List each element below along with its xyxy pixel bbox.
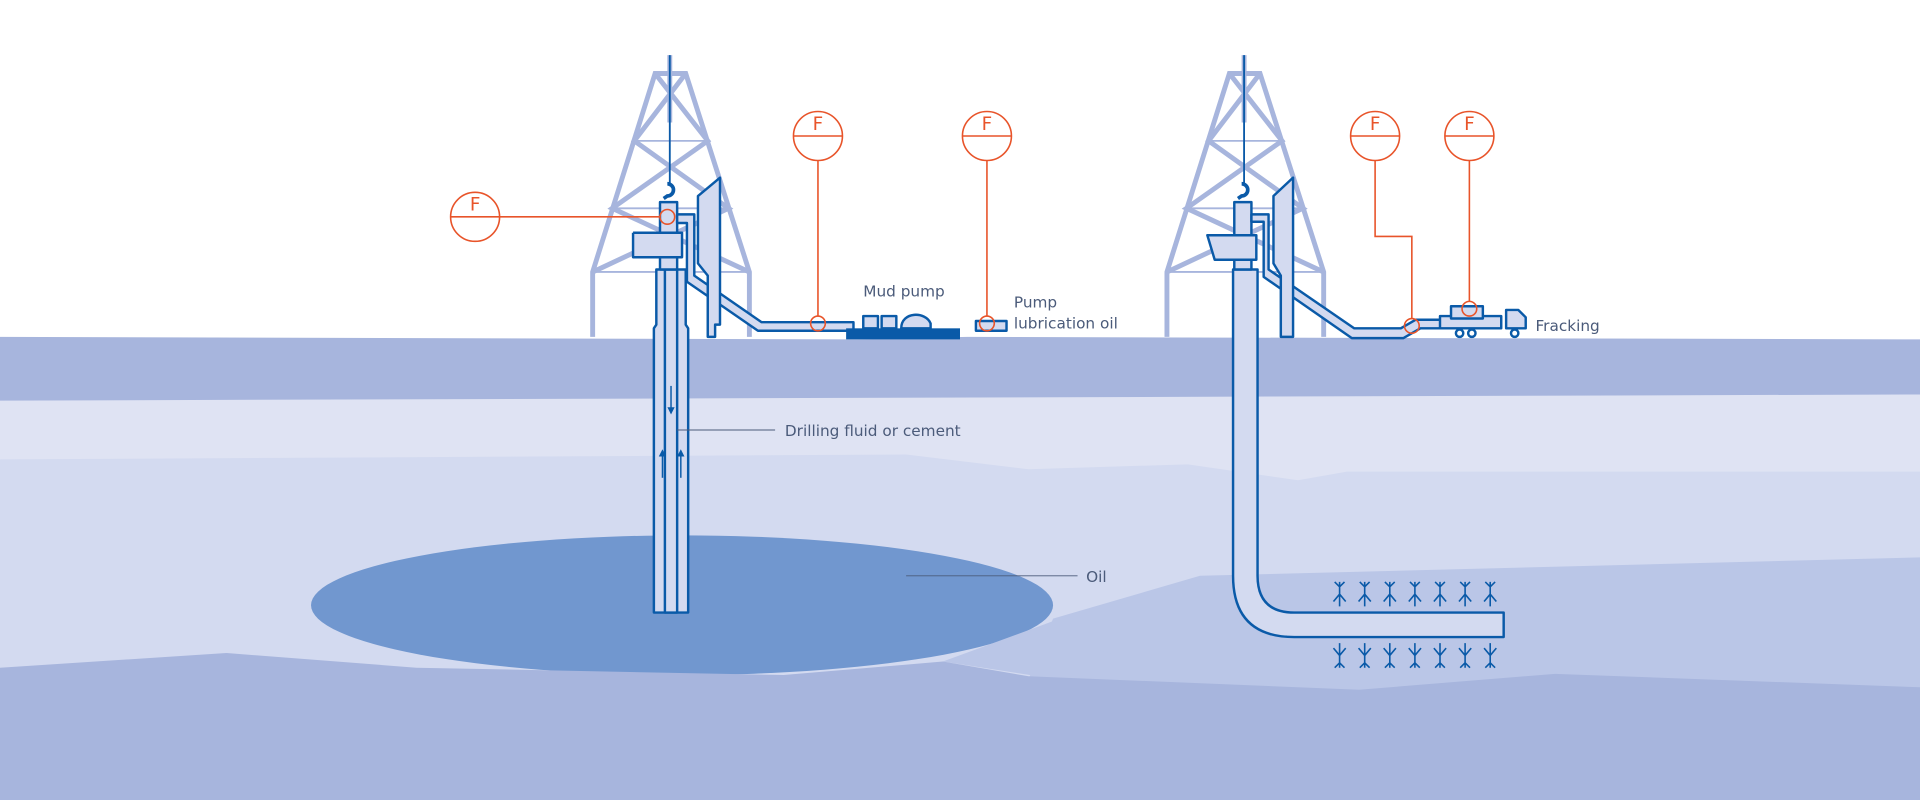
hook-icon (662, 181, 676, 200)
fracture-mark (1408, 581, 1422, 607)
svg-text:F: F (470, 195, 481, 216)
flow-sensor-2[interactable]: F (792, 110, 844, 332)
ground-layers (0, 336, 1920, 800)
svg-text:F: F (1464, 114, 1475, 135)
fracture-mark (1483, 581, 1497, 607)
pump-lubrication-label-2: lubrication oil (1014, 314, 1118, 332)
fracking-rig-right (1206, 55, 1527, 669)
fracture-mark (1357, 581, 1372, 607)
svg-text:F: F (813, 114, 824, 135)
svg-text:F: F (982, 114, 993, 135)
fractures (1332, 581, 1497, 669)
oil-label: Oil (1086, 568, 1107, 586)
flow-sensor-4[interactable]: F (1349, 110, 1420, 335)
fracture-mark (1383, 643, 1397, 669)
flow-sensor-3[interactable]: F (961, 110, 1013, 332)
drilling-fluid-label: Drilling fluid or cement (785, 422, 961, 440)
fracture-mark (1458, 643, 1472, 669)
fracking-label: Fracking (1536, 317, 1600, 335)
drilling-rig-left (631, 55, 1078, 614)
pump-lubrication-label-1: Pump (1014, 294, 1057, 312)
fracture-mark (1332, 643, 1347, 669)
fracture-mark (1433, 643, 1447, 669)
flow-sensor-5[interactable]: F (1444, 110, 1495, 317)
fracture-mark (1383, 581, 1397, 607)
fracture-mark (1332, 581, 1347, 607)
flow-sensor-1[interactable]: F (449, 191, 676, 243)
mud-pump-label: Mud pump (863, 282, 944, 300)
flow-arrows (658, 385, 685, 478)
fracture-mark (1357, 643, 1372, 669)
frack-truck (1438, 305, 1527, 339)
ground-layer-5 (942, 621, 1225, 687)
fracture-mark (1433, 581, 1447, 607)
mud-pump (846, 328, 960, 340)
ground-layer-bottom (0, 652, 1920, 800)
ground-surface (0, 336, 1920, 401)
svg-text:F: F (1370, 114, 1381, 135)
fracture-mark (1408, 643, 1422, 669)
flow-sensors: F F F F F (449, 110, 1495, 335)
fracture-mark (1483, 643, 1497, 669)
fracture-mark (1458, 581, 1472, 607)
hook-icon (1236, 181, 1250, 200)
